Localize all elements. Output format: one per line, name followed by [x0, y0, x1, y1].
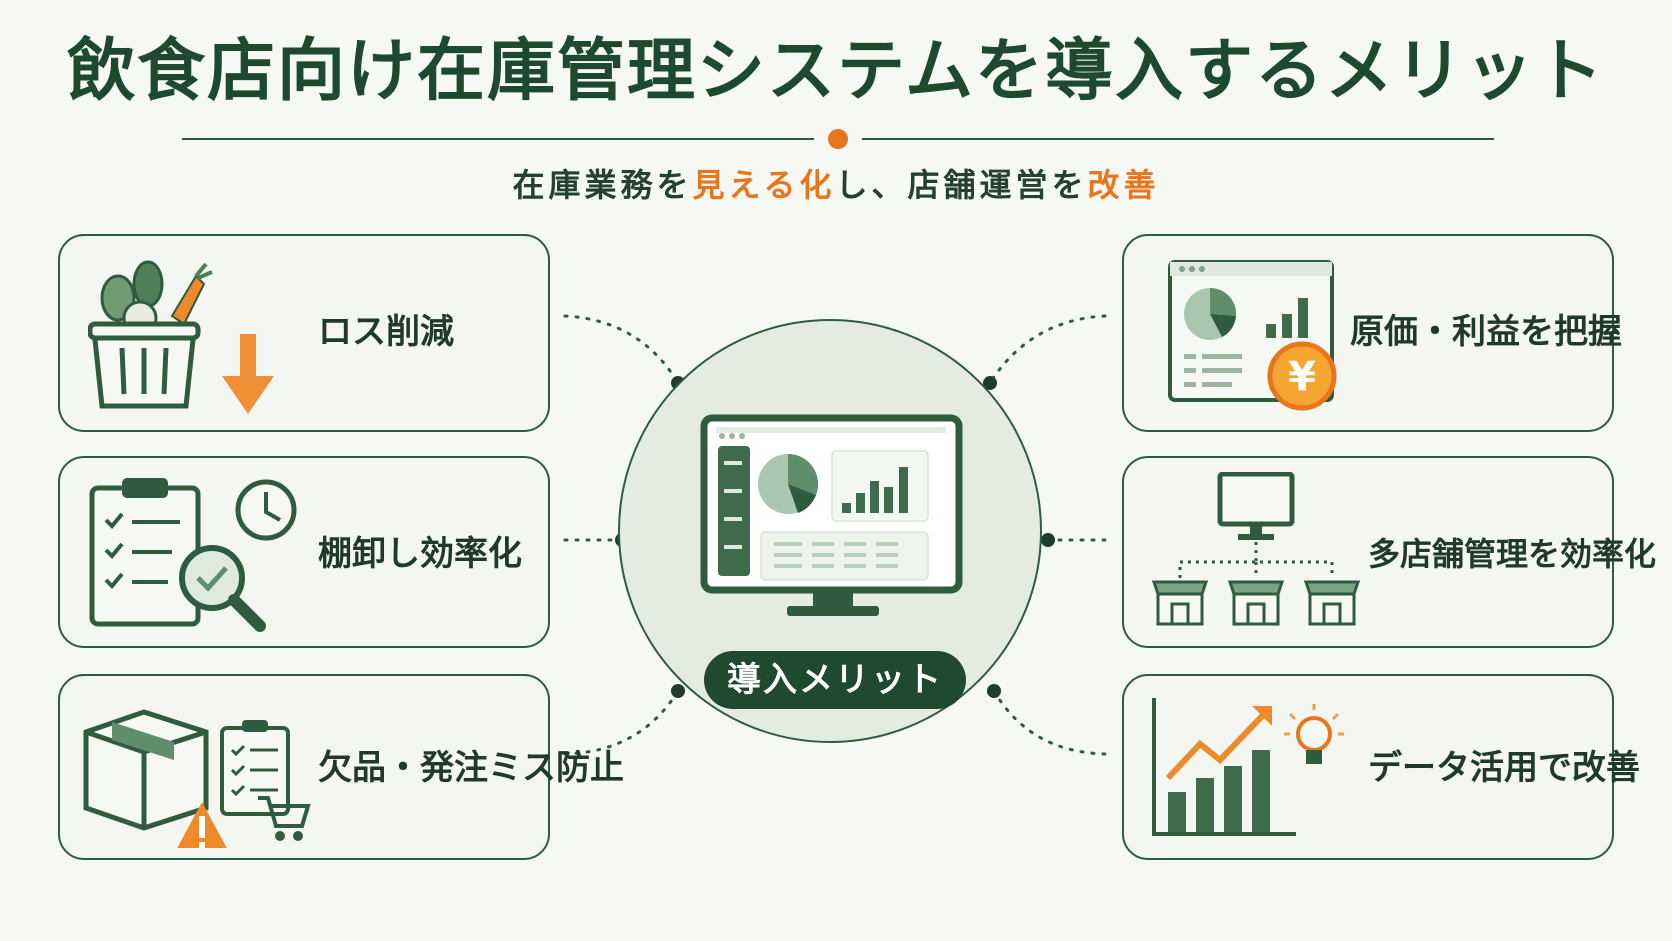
card-label-data-utilization: データ活用で改善 — [1368, 748, 1640, 788]
card-loss-reduction: ロス削減 — [58, 234, 550, 432]
vegetable-basket-down-arrow-icon — [88, 260, 274, 414]
hub-label-badge: 導入メリット — [704, 651, 966, 709]
box-warning-checklist-cart-icon — [83, 709, 311, 848]
subtitle-highlight-2: 改善 — [1087, 166, 1160, 204]
card-label-loss-reduction: ロス削減 — [318, 312, 454, 352]
card-data-utilization: データ活用で改善 — [1122, 674, 1640, 860]
card-label-inventory-efficiency: 棚卸し効率化 — [318, 534, 522, 574]
monitor-stores-network-icon — [1151, 472, 1360, 626]
growth-chart-lightbulb-icon — [1152, 698, 1344, 836]
card-label-cost-profit: 原価・利益を把握 — [1350, 312, 1622, 352]
subtitle-part1: 在庫業務を — [512, 166, 693, 204]
clipboard-magnifier-clock-icon — [89, 478, 297, 632]
title-divider-dot — [828, 129, 848, 149]
monitor-dashboard-icon — [700, 414, 963, 616]
subtitle-highlight-1: 見える化 — [692, 166, 836, 204]
card-cost-profit: ¥ 原価・利益を把握 — [1122, 234, 1622, 432]
page-title: 飲食店向け在庫管理システムを導入するメリット — [67, 31, 1605, 111]
dashboard-yen-coin-icon: ¥ — [1168, 260, 1337, 411]
subtitle-part2: し、店舗運営を — [835, 166, 1088, 204]
subtitle: 在庫業務を見える化し、店舗運営を改善 — [0, 160, 1672, 206]
card-multi-store: 多店舗管理を効率化 — [1122, 456, 1656, 648]
connector-dot — [987, 684, 1001, 698]
svg-text:¥: ¥ — [1288, 354, 1316, 400]
title-divider-right — [862, 138, 1494, 140]
connector-dot — [671, 684, 685, 698]
card-label-stockout-prevention: 欠品・発注ミス防止 — [318, 748, 624, 788]
card-label-multi-store: 多店舗管理を効率化 — [1368, 535, 1657, 573]
title-divider-left — [182, 138, 814, 140]
card-inventory-efficiency: 棚卸し効率化 — [58, 456, 550, 648]
connector-dot — [1041, 533, 1055, 547]
connector-dot — [983, 376, 997, 390]
card-stockout-prevention: 欠品・発注ミス防止 — [58, 674, 624, 860]
